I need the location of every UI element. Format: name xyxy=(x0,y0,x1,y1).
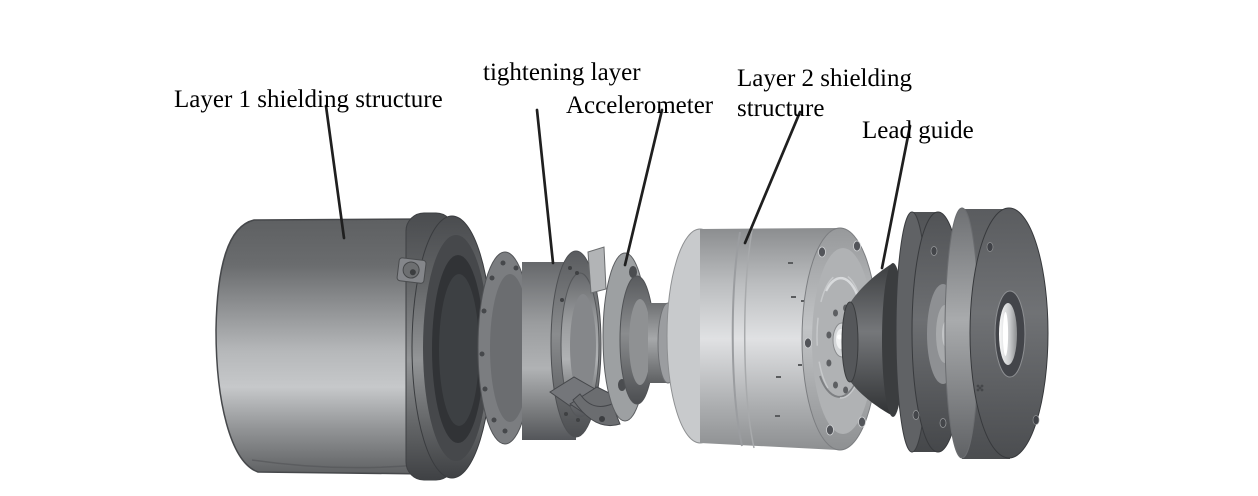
leader-line-layer-1 xyxy=(324,104,346,240)
side-port-detail xyxy=(396,257,427,284)
label-layer-2-shielding-line2: structure xyxy=(737,95,824,122)
layer-1-shielding-structure-drawing xyxy=(215,212,493,481)
flange-bolt-holes xyxy=(804,240,866,436)
label-lead-guide: Lead guide xyxy=(862,117,974,144)
etched-marks xyxy=(775,262,805,417)
leader-line-tightening xyxy=(535,108,555,265)
label-layer-2-shielding-line1: Layer 2 shielding xyxy=(737,65,912,92)
leader-line-accelerometer xyxy=(623,108,664,267)
label-accelerometer: Accelerometer xyxy=(566,92,714,119)
clamp-notches xyxy=(549,376,622,426)
key-tab xyxy=(587,246,607,294)
end-cap-disc-drawing xyxy=(944,207,1049,459)
leader-line-layer-2 xyxy=(743,110,802,245)
accelerometer-drawing xyxy=(602,252,655,422)
label-tightening-layer: tightening layer xyxy=(483,59,641,86)
vent-mark xyxy=(976,384,984,392)
tightening-layer-drawing xyxy=(477,246,622,445)
leader-line-lead-guide xyxy=(880,124,912,270)
label-layer-1-shielding-structure: Layer 1 shielding structure xyxy=(174,86,443,113)
